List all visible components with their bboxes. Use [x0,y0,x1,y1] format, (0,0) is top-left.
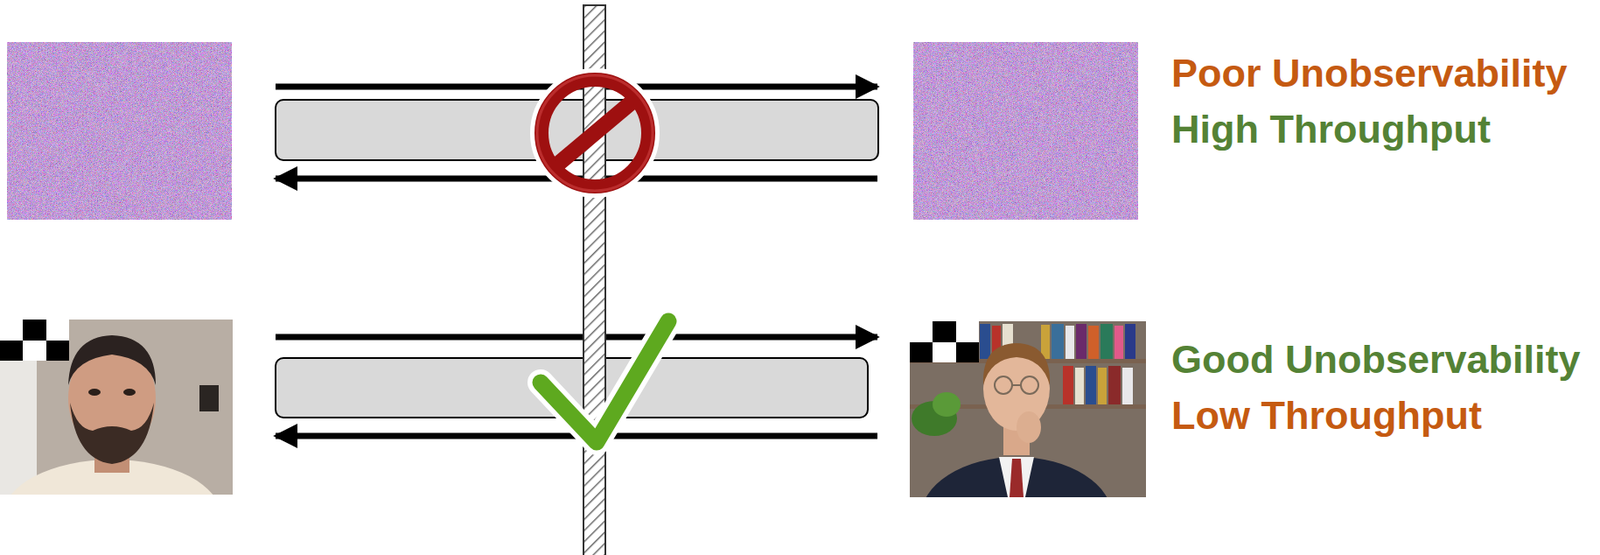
censor-wall [583,5,606,555]
tie [1009,458,1024,497]
video-frame-right [909,321,1146,497]
glasses [1020,376,1039,394]
blocked-slash [552,96,637,170]
plant [932,391,961,417]
blocked-symbol [532,70,657,196]
book [1051,323,1064,359]
hair [983,342,1050,385]
blocked-highlight [537,75,653,191]
caption-label: Good Unobservability [1171,336,1581,383]
checker-ground [0,319,70,361]
check-outline [540,321,669,442]
picture-frame [199,384,219,412]
book [1108,365,1121,405]
glasses [994,376,1013,394]
eye [123,388,136,396]
hand [1016,411,1042,443]
book [1100,323,1113,359]
hair [68,335,156,385]
eye [88,388,101,396]
checker-cell [932,321,957,343]
book [1075,367,1084,405]
blocked-ring [541,79,649,187]
caption-label: High Throughput [1171,106,1491,153]
encrypted-noise-image [6,41,232,220]
book [1114,325,1124,359]
book [1088,325,1099,359]
bookshelf [909,321,1146,497]
book [1065,325,1075,359]
wall [0,319,233,495]
forward-arrow [275,334,878,341]
checker-ground [909,321,979,363]
caption-label: Low Throughput [1171,392,1482,439]
allowed-check [540,321,669,442]
blocked-outline [532,70,657,196]
book [1075,323,1087,359]
checker-cell [22,319,47,341]
beard [69,402,154,464]
checker-cell [46,340,70,361]
book [1097,367,1107,405]
checker-cell [909,342,933,363]
book [1124,323,1136,359]
caption-label: Poor Unobservability [1171,50,1568,97]
room-light [909,321,1146,497]
checker-cell [0,340,23,361]
checker-cell [956,342,979,363]
book [1041,324,1050,359]
book [1122,367,1133,405]
shirt [999,456,1035,497]
suit [920,456,1113,497]
book [1085,365,1097,405]
video-frame-left [0,319,233,495]
check-mark [540,321,669,442]
encrypted-noise-image [913,41,1139,220]
book [979,323,991,359]
glasses-bridge [1012,384,1021,386]
book [1062,365,1074,405]
